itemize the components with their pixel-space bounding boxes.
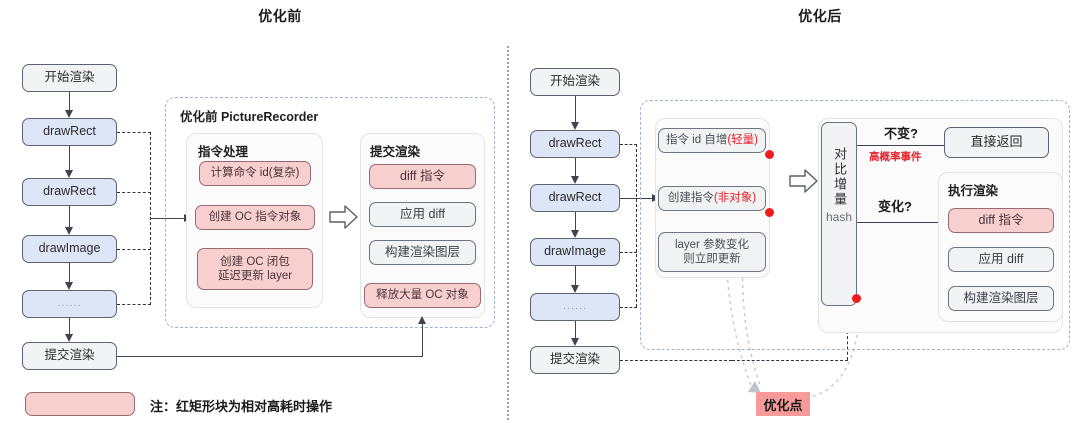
left-flow-node-commit[interactable]: 提交渲染 (22, 342, 117, 370)
left-arrowhead-2 (64, 170, 73, 178)
commit-item-release-oc[interactable]: 释放大量 OC 对象 (364, 283, 481, 308)
right-flow-node-drawimage[interactable]: drawImage (530, 238, 620, 266)
commit-item-diff[interactable]: diff 指令 (369, 164, 476, 189)
optimization-point-badge: 优化点 (756, 392, 810, 416)
instruction-item-create-oc-object[interactable]: 创建 OC 指令对象 (195, 205, 315, 230)
left-arrowhead-4 (64, 282, 73, 290)
commit-render-title: 提交渲染 (370, 145, 421, 159)
legend-note: 注：红矩形块为相对高耗时操作 (150, 399, 333, 414)
right-arrowhead-2 (570, 176, 579, 184)
left-arrowhead-1 (64, 110, 73, 118)
picture-recorder-label: 优化前 PictureRecorder (180, 110, 319, 124)
right-edge-5 (575, 321, 576, 338)
left-edge-2 (69, 146, 70, 170)
instruction-process-title: 指令处理 (198, 145, 249, 159)
right-edge-2 (575, 158, 576, 176)
right-flow-node-commit[interactable]: 提交渲染 (530, 346, 620, 374)
left-arrowhead-3 (64, 227, 73, 235)
right-dot-1 (765, 150, 774, 159)
edge-unchanged-line (857, 145, 952, 146)
right-instruction-item-create-instruction[interactable]: 创建指令(非对象) (658, 186, 766, 211)
left-flow-node-drawimage[interactable]: drawImage (22, 235, 117, 263)
right-flow-node-start[interactable]: 开始渲染 (530, 68, 620, 96)
left-flow-node-ellipsis[interactable]: ...... (22, 290, 117, 318)
direct-return-node[interactable]: 直接返回 (944, 127, 1049, 158)
left-dash-branch-3 (117, 249, 151, 250)
right-arrowhead-4 (570, 285, 579, 293)
left-edge-4 (69, 263, 70, 282)
picture-recorder-group (165, 97, 495, 328)
right-bus-to-group (620, 198, 652, 199)
left-arrowhead-5 (64, 334, 73, 342)
right-edge-4 (575, 266, 576, 285)
right-dot-2 (765, 208, 774, 217)
execute-item-build-layer[interactable]: 构建渲染图层 (948, 286, 1054, 311)
hash-compare-vertical-label: 对比增量 (832, 147, 848, 207)
right-dash-branch-1 (620, 144, 637, 145)
right-edge-1 (575, 96, 576, 122)
legend-swatch (25, 392, 135, 416)
edge-changed-line (857, 222, 945, 223)
hash-compare-plain-label: hash (825, 210, 853, 224)
instruction-item-create-oc-closure[interactable]: 创建 OC 闭包 延迟更新 layer (197, 248, 313, 290)
edge-label-changed: 变化? (878, 199, 912, 214)
right-dash-branch-3 (620, 252, 637, 253)
after-outer-group (640, 100, 1070, 350)
left-commit-return-riser (422, 324, 423, 356)
left-flow-node-start[interactable]: 开始渲染 (22, 64, 117, 92)
right-hash-feedback-riser (847, 310, 848, 360)
left-edge-1 (69, 92, 70, 110)
right-instruction-item-create-instruction-highlight: (非对象) (713, 192, 757, 205)
left-flow-node-drawrect-1[interactable]: drawRect (22, 118, 117, 146)
right-dot-3 (852, 294, 861, 303)
left-dash-branch-2 (117, 192, 151, 193)
panel-title-before: 优化前 (258, 8, 302, 24)
right-instruction-item-create-instruction-label: 创建指令 (667, 192, 714, 205)
panel-title-after: 优化后 (798, 8, 842, 24)
right-instruction-item-id-increment-highlight: (轻量) (727, 134, 758, 147)
right-commit-dash-2 (732, 360, 848, 361)
right-instruction-item-layer-update[interactable]: layer 参数变化 则立即更新 (658, 232, 766, 272)
execute-item-diff[interactable]: diff 指令 (948, 208, 1054, 233)
right-instruction-item-id-increment[interactable]: 指令 id 自增(轻量) (658, 128, 766, 153)
panel-divider (507, 46, 509, 420)
hash-compare-box[interactable]: 对比增量 hash (821, 122, 857, 306)
edge-label-high-probability: 高概率事件 (869, 151, 922, 163)
right-edge-3 (575, 212, 576, 230)
instruction-item-calc-id[interactable]: 计算命令 id(复杂) (199, 161, 311, 186)
right-flow-node-drawrect-1[interactable]: drawRect (530, 130, 620, 158)
left-commit-return-arrowhead (417, 316, 426, 324)
edge-label-unchanged: 不变? (884, 126, 918, 141)
right-dash-bus (636, 144, 637, 307)
commit-item-apply-diff[interactable]: 应用 diff (369, 202, 476, 227)
left-bus-to-recorder (150, 218, 184, 219)
right-arrowhead-1 (570, 122, 579, 130)
right-flow-node-drawrect-2[interactable]: drawRect (530, 184, 620, 212)
left-commit-return-line (117, 356, 423, 357)
left-edge-5 (69, 318, 70, 334)
left-dash-branch-4 (117, 304, 151, 305)
left-dash-branch-1 (117, 132, 151, 133)
right-commit-dash (620, 360, 732, 361)
commit-item-build-layer[interactable]: 构建渲染图层 (369, 240, 476, 265)
right-arrowhead-5 (570, 338, 579, 346)
right-flow-node-ellipsis[interactable]: ...... (530, 293, 620, 321)
left-edge-3 (69, 206, 70, 227)
left-flow-node-drawrect-2[interactable]: drawRect (22, 178, 117, 206)
right-instruction-item-id-increment-label: 指令 id 自增 (665, 134, 728, 147)
right-dash-branch-4 (620, 307, 637, 308)
right-arrowhead-3 (570, 230, 579, 238)
execute-item-apply-diff[interactable]: 应用 diff (948, 247, 1054, 272)
execute-render-title: 执行渲染 (948, 184, 999, 198)
